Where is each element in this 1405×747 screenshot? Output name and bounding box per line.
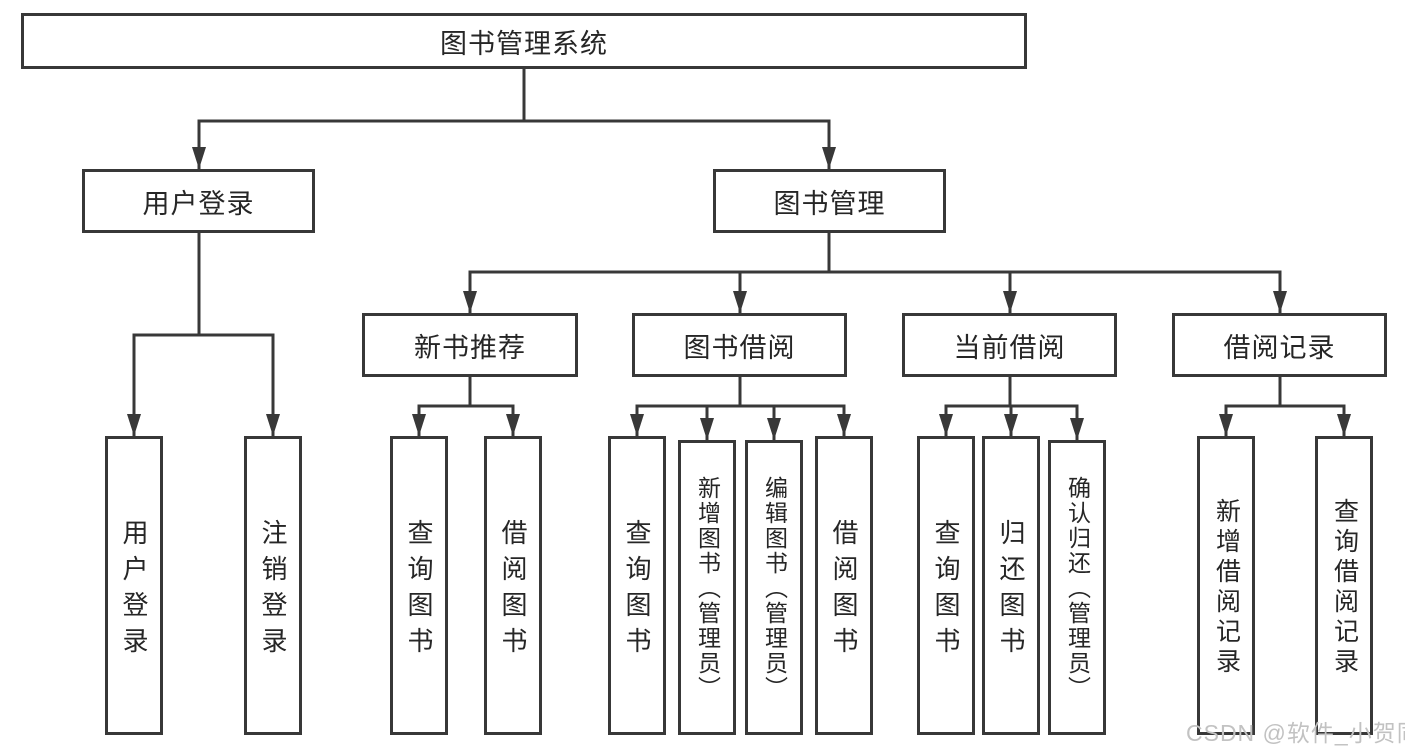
node-borrow-records: 借阅记录	[1172, 313, 1387, 377]
leaf-user-login: 用户登录	[105, 436, 163, 735]
leaf-label: 归还图书	[996, 518, 1026, 663]
leaf-label: 查询图书	[404, 518, 434, 663]
node-label: 图书借阅	[683, 332, 796, 363]
csdn-watermark: CSDN @软件_小贺同学	[1186, 720, 1405, 746]
arrowhead-icon	[939, 414, 953, 436]
leaf-label: 注销登录	[258, 518, 288, 663]
edge-userlogin-rail	[132, 333, 275, 436]
node-book-borrow: 图书借阅	[632, 313, 847, 377]
leaf-label: 编辑图书（管理员）	[761, 476, 788, 701]
leaf-current-confirm-return-admin: 确认归还（管理员）	[1048, 440, 1106, 735]
arrowhead-icon	[412, 414, 426, 436]
node-label: 借阅记录	[1223, 332, 1336, 363]
arrowhead-icon	[1337, 414, 1351, 436]
arrowhead-icon	[822, 147, 836, 169]
node-label: 新书推荐	[414, 332, 526, 363]
node-label: 图书管理	[773, 188, 886, 219]
node-current-borrow: 当前借阅	[902, 313, 1117, 377]
leaf-recommend-query-books: 查询图书	[390, 436, 448, 735]
leaf-label: 确认归还（管理员）	[1064, 476, 1091, 701]
arrowhead-icon	[1003, 291, 1017, 313]
leaf-logout-login: 注销登录	[244, 436, 302, 735]
arrowhead-icon	[1070, 418, 1084, 440]
arrowhead-icon	[463, 291, 477, 313]
leaf-label: 查询图书	[622, 518, 652, 663]
leaf-label: 借阅图书	[498, 518, 528, 663]
leaf-current-query-books: 查询图书	[917, 436, 975, 735]
leaf-current-return-books: 归还图书	[982, 436, 1040, 735]
node-new-book-recommend: 新书推荐	[362, 313, 578, 377]
leaf-label: 查询图书	[931, 518, 961, 663]
edge-recommend-rail	[417, 404, 515, 436]
edge-records-rail	[1224, 404, 1346, 436]
node-label: 用户登录	[142, 188, 255, 219]
edge-bookmgmt-rail	[468, 270, 1282, 313]
arrowhead-icon	[192, 147, 206, 169]
arrowhead-icon	[1219, 414, 1233, 436]
leaf-label: 新增图书（管理员）	[694, 476, 721, 701]
arrowhead-icon	[266, 414, 280, 436]
arrowhead-icon	[837, 414, 851, 436]
arrowheads	[127, 147, 1351, 440]
arrowhead-icon	[630, 414, 644, 436]
leaf-recommend-borrow-books: 借阅图书	[484, 436, 542, 735]
leaf-borrow-query-books: 查询图书	[608, 436, 666, 735]
node-label: 当前借阅	[953, 332, 1066, 363]
arrowhead-icon	[767, 418, 781, 440]
leaf-label: 借阅图书	[829, 518, 859, 663]
arrowhead-icon	[1273, 291, 1287, 313]
node-label: 图书管理系统	[440, 28, 608, 59]
arrowhead-icon	[700, 418, 714, 440]
leaf-borrow-borrow-books: 借阅图书	[815, 436, 873, 735]
arrowhead-icon	[127, 414, 141, 436]
node-book-management: 图书管理	[713, 169, 946, 233]
tree-edges	[132, 69, 1346, 440]
leaf-label: 新增借阅记录	[1212, 498, 1241, 678]
node-root-system: 图书管理系统	[21, 13, 1027, 69]
leaf-label: 用户登录	[119, 518, 149, 663]
node-user-login: 用户登录	[82, 169, 315, 233]
leaf-label: 查询借阅记录	[1330, 498, 1359, 678]
edge-root-rail	[197, 119, 831, 169]
arrowhead-icon	[506, 414, 520, 436]
arrowhead-icon	[1004, 414, 1018, 436]
leaf-records-query-record: 查询借阅记录	[1315, 436, 1373, 735]
leaf-records-add-record: 新增借阅记录	[1197, 436, 1255, 735]
arrowhead-icon	[733, 291, 747, 313]
leaf-borrow-edit-books-admin: 编辑图书（管理员）	[745, 440, 803, 735]
leaf-borrow-add-books-admin: 新增图书（管理员）	[678, 440, 736, 735]
edge-borrow-rail	[635, 404, 846, 436]
